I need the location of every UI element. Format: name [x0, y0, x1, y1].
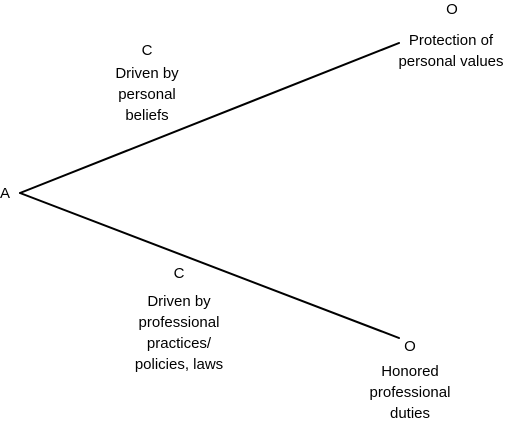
root-node-label: A — [0, 185, 11, 202]
lower-condition-line: policies, laws — [134, 356, 224, 373]
upper-branch-line — [19, 42, 400, 194]
lower-outcome-line: professional — [369, 384, 451, 401]
lower-condition-marker: C — [173, 265, 185, 282]
upper-condition-text: Driven by personal beliefs — [97, 63, 197, 126]
upper-condition-marker: C — [141, 42, 153, 59]
upper-outcome-marker: O — [446, 1, 458, 18]
lower-outcome-text: Honored professional duties — [350, 361, 470, 424]
upper-condition-line: personal — [118, 86, 176, 103]
lower-condition-line: practices/ — [146, 335, 212, 352]
upper-outcome-text: Protection of personal values — [392, 30, 510, 72]
upper-outcome-line: personal values — [398, 53, 504, 70]
lower-outcome-line: duties — [389, 405, 431, 422]
upper-outcome-line: Protection of — [408, 32, 494, 49]
lower-condition-line: Driven by — [147, 293, 211, 310]
lower-branch-line — [19, 192, 400, 339]
lower-condition-line: professional — [138, 314, 220, 331]
lower-outcome-line: Honored — [381, 363, 439, 380]
upper-condition-line: Driven by — [115, 65, 179, 82]
lower-condition-text: Driven by professional practices/ polici… — [119, 291, 239, 375]
upper-condition-line: beliefs — [125, 107, 169, 124]
lower-outcome-marker: O — [404, 338, 416, 355]
